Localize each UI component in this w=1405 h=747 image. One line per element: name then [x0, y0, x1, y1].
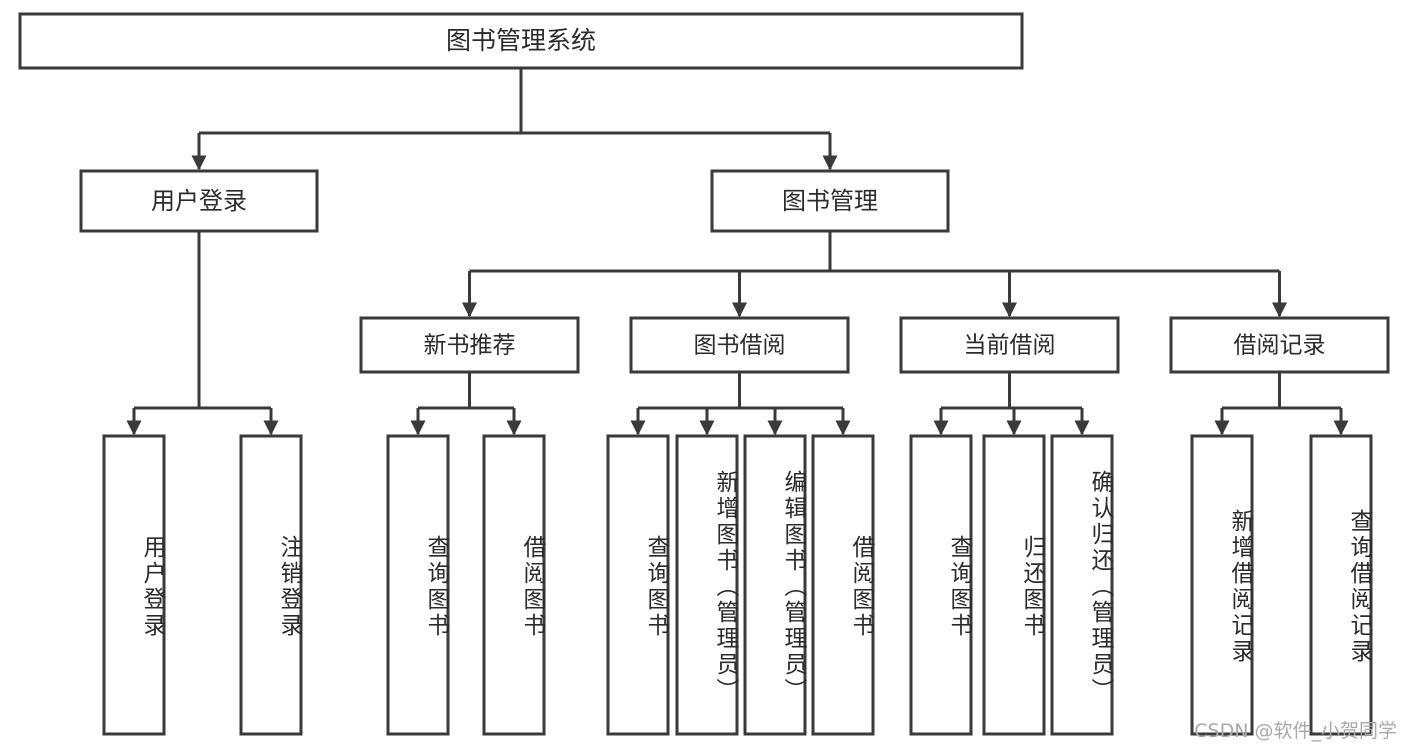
node-leaf-edit-book[interactable]	[743, 434, 807, 736]
node-leaf-borrow-book-1-rect	[482, 434, 546, 736]
node-leaf-return-book-rect	[982, 434, 1046, 736]
node-leaf-query-record[interactable]	[1309, 434, 1373, 736]
node-user-login-label: 用户登录	[151, 187, 247, 215]
node-root-rect	[18, 12, 1024, 70]
node-current-borrow[interactable]: 当前借阅	[899, 316, 1120, 374]
node-leaf-user-login[interactable]	[102, 434, 166, 736]
node-book-borrow-rect	[629, 316, 850, 374]
node-leaf-query-book-2-rect	[606, 434, 670, 736]
node-new-book-recommend-rect	[359, 316, 580, 374]
node-leaf-add-record-rect	[1190, 434, 1254, 736]
node-user-login-rect	[79, 169, 319, 233]
node-leaf-confirm-return-rect	[1050, 434, 1114, 736]
watermark-text: CSDN @软件_小贺同学	[1194, 720, 1397, 742]
node-current-borrow-rect	[899, 316, 1120, 374]
node-leaf-return-book[interactable]	[982, 434, 1046, 736]
node-leaf-add-book[interactable]	[675, 434, 739, 736]
node-leaf-user-logout-rect	[239, 434, 303, 736]
node-leaf-query-book-1[interactable]	[386, 434, 450, 736]
node-leaf-user-logout[interactable]	[239, 434, 303, 736]
node-root[interactable]: 图书管理系统	[18, 12, 1024, 70]
node-borrow-record[interactable]: 借阅记录	[1169, 316, 1390, 374]
node-leaf-query-book-3-rect	[909, 434, 973, 736]
node-current-borrow-label: 当前借阅	[964, 333, 1056, 359]
node-book-borrow-label: 图书借阅	[694, 333, 786, 359]
node-book-manage-rect	[710, 169, 950, 233]
node-leaf-borrow-book-1[interactable]	[482, 434, 546, 736]
node-leaf-query-record-rect	[1309, 434, 1373, 736]
node-root-label: 图书管理系统	[446, 26, 596, 55]
node-leaf-borrow-book-2-rect	[811, 434, 875, 736]
node-borrow-record-label: 借阅记录	[1234, 333, 1326, 359]
node-leaf-query-book-2[interactable]	[606, 434, 670, 736]
node-leaf-confirm-return[interactable]	[1050, 434, 1114, 736]
node-leaf-borrow-book-2[interactable]	[811, 434, 875, 736]
node-leaf-add-record[interactable]	[1190, 434, 1254, 736]
node-leaf-user-login-rect	[102, 434, 166, 736]
node-leaf-add-book-rect	[675, 434, 739, 736]
node-leaf-edit-book-rect	[743, 434, 807, 736]
node-new-book-recommend-label: 新书推荐	[424, 333, 516, 359]
connector-layer	[126, 68, 1349, 436]
node-user-login[interactable]: 用户登录	[79, 169, 319, 233]
node-leaf-query-book-1-rect	[386, 434, 450, 736]
node-book-manage-label: 图书管理	[782, 187, 878, 215]
node-new-book-recommend[interactable]: 新书推荐	[359, 316, 580, 374]
node-leaf-query-book-3[interactable]	[909, 434, 973, 736]
node-book-borrow[interactable]: 图书借阅	[629, 316, 850, 374]
node-borrow-record-rect	[1169, 316, 1390, 374]
node-book-manage[interactable]: 图书管理	[710, 169, 950, 233]
